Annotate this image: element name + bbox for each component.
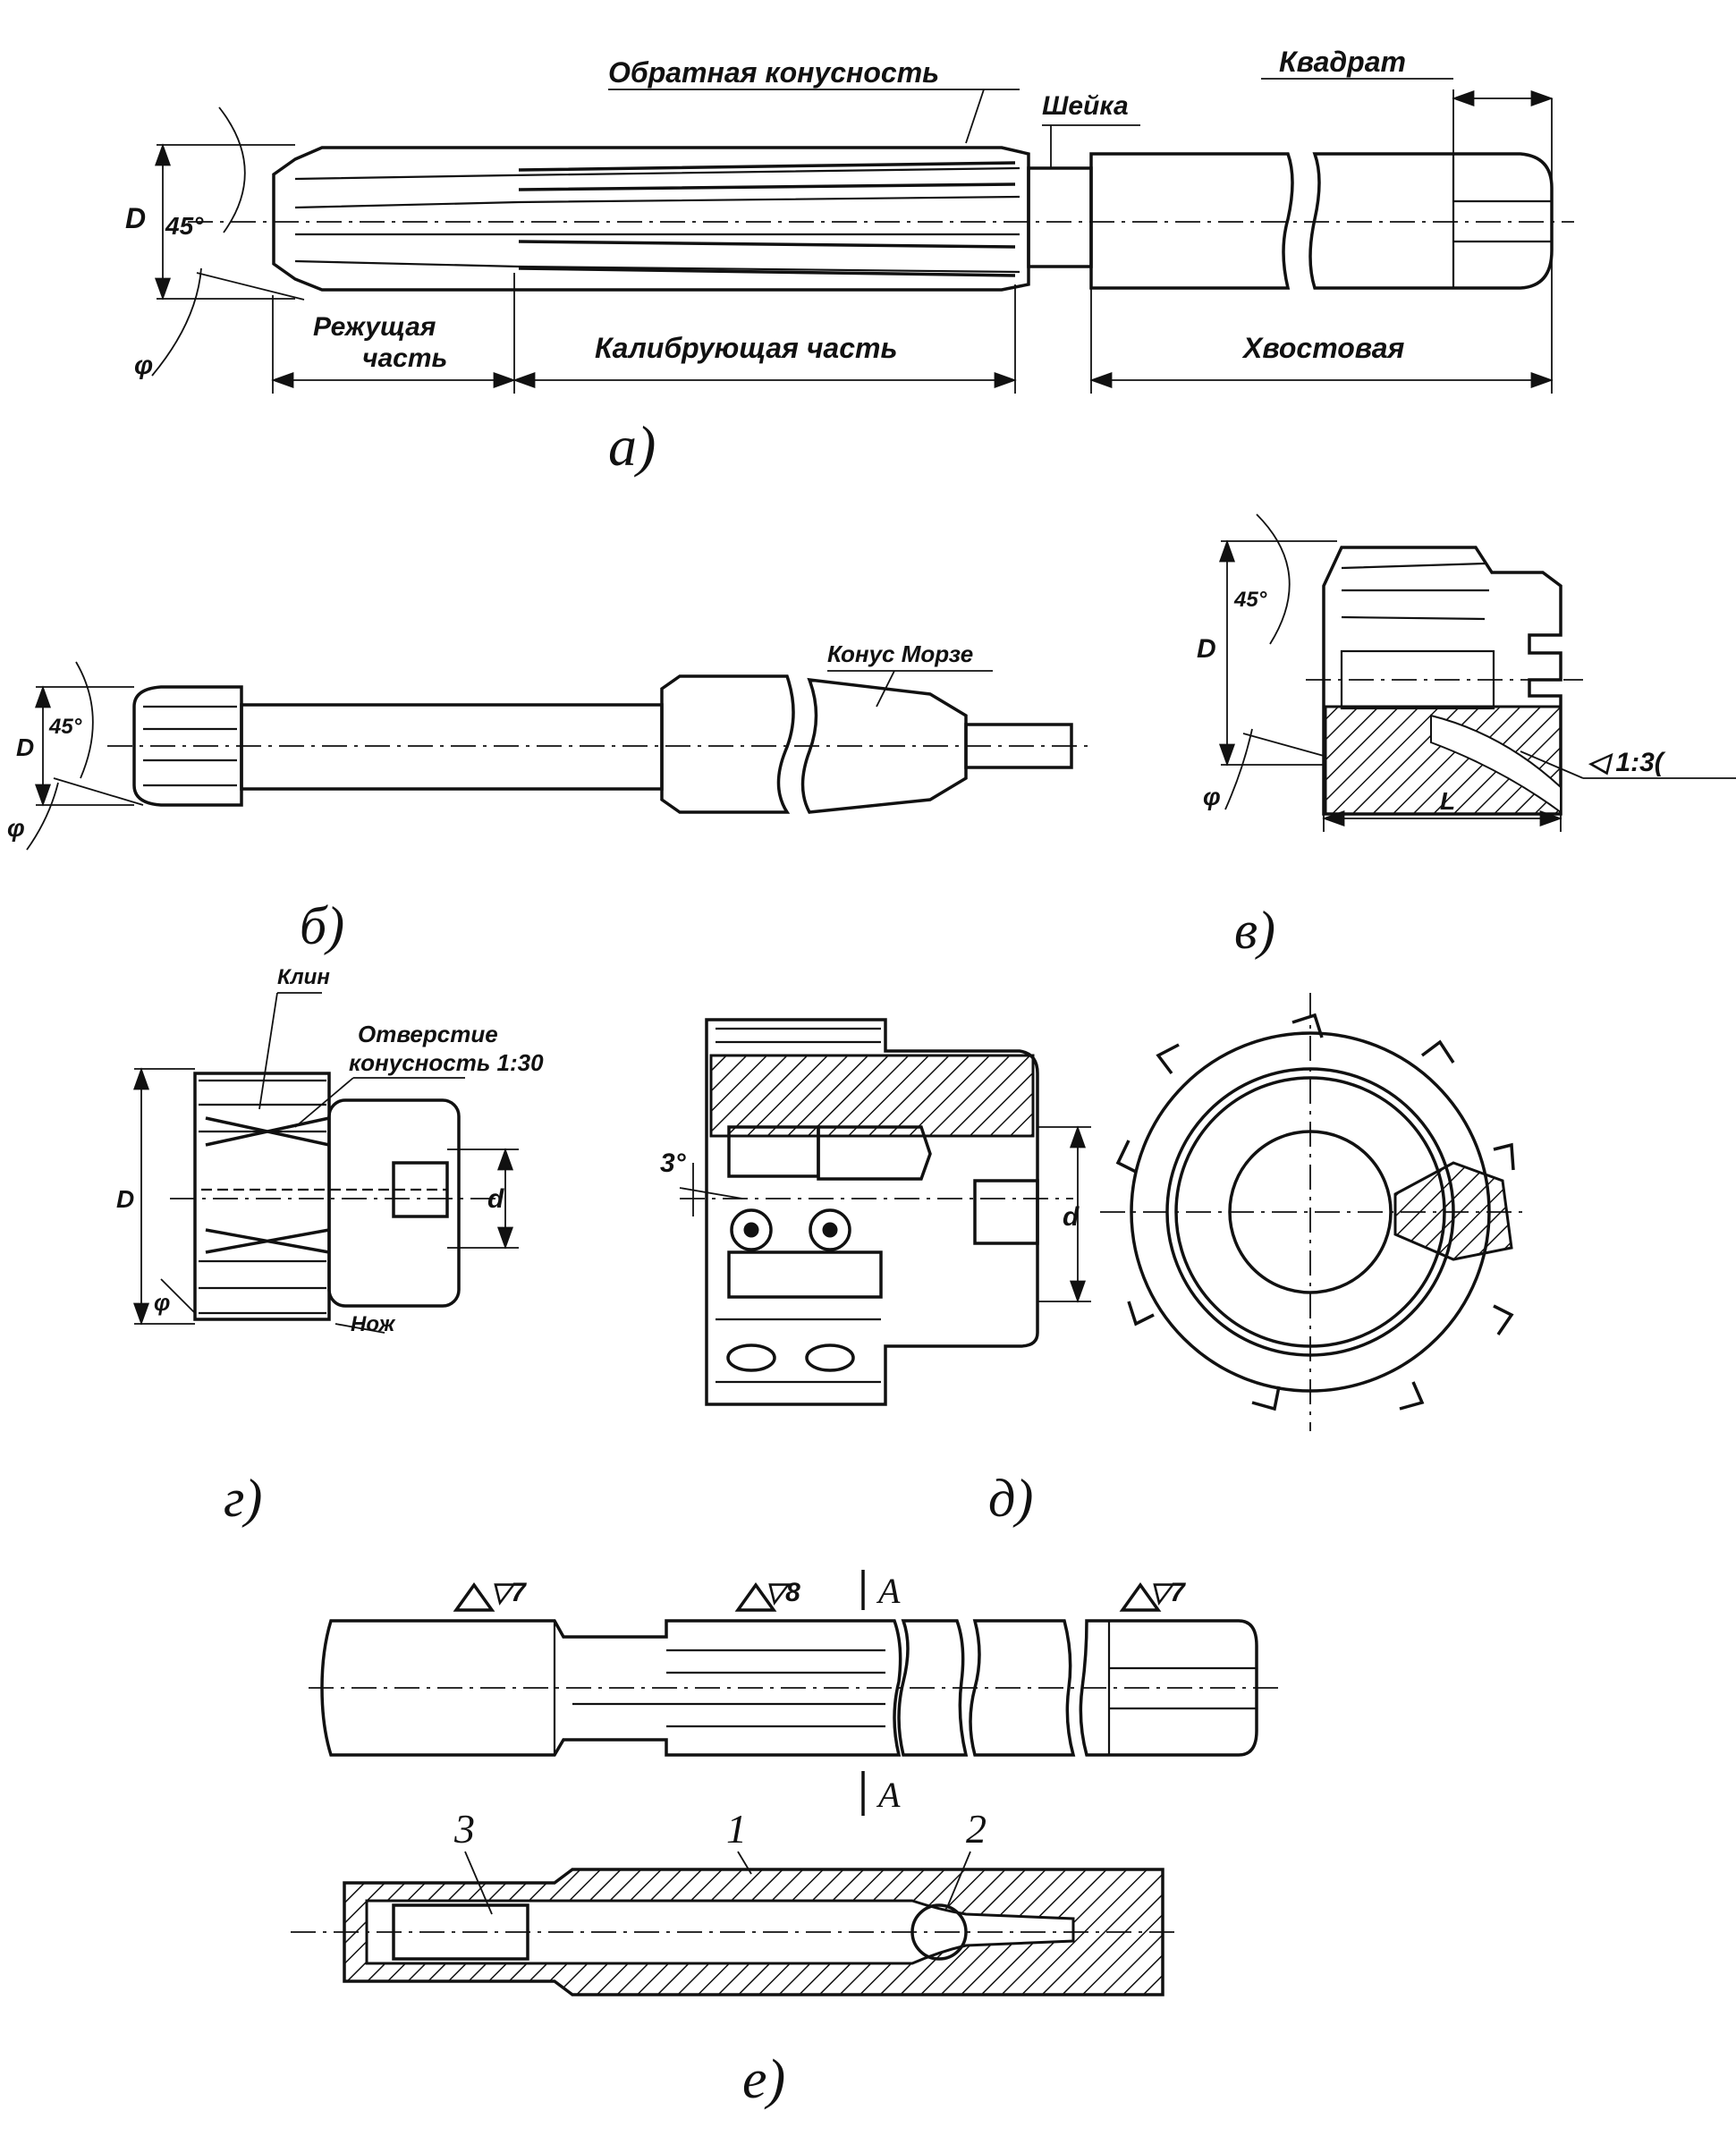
reamer-b-taper-right [800, 677, 968, 814]
label-back-taper: Обратная конусность [608, 56, 939, 89]
label-hole-1: Отверстие [358, 1021, 498, 1047]
reamer-g-body [193, 1072, 331, 1321]
reamer-e-body-right [1079, 1619, 1258, 1757]
label-part-3: 3 [453, 1806, 475, 1852]
caption-v: в) [1234, 901, 1275, 960]
reamer-a-body [272, 146, 1030, 292]
label-d-angle: 3° [660, 1149, 687, 1178]
reamer-b-stem [240, 703, 664, 791]
label-morse: Конус Морзе [827, 640, 973, 667]
label-cutting-2: часть [362, 343, 447, 373]
label-b-angle: 45° [48, 715, 82, 739]
reamer-d-section [709, 1054, 1035, 1138]
figure-a-reamer: Обратная конусность Шейка Квадрат Режуща… [125, 46, 1574, 478]
label-part-2: 2 [966, 1806, 987, 1852]
reamer-g-hub [327, 1098, 461, 1308]
reamer-a-shank-right [1308, 152, 1554, 290]
figure-e-reamer-blank: ▽7 ▽8 ▽7 A A 3 1 2 е) [291, 1570, 1279, 2110]
label-section-bottom: A [876, 1775, 901, 1815]
label-v-phi: φ [1203, 783, 1221, 810]
label-neck: Шейка [1042, 91, 1129, 121]
reamer-a-shank-left [1089, 152, 1294, 290]
label-a-D: D [125, 202, 146, 234]
label-section-top: A [876, 1571, 901, 1611]
label-b-D: D [16, 733, 34, 761]
label-v-L: L [1440, 787, 1455, 815]
label-hole-2: конусность 1:30 [349, 1049, 544, 1076]
label-square: Квадрат [1279, 46, 1406, 78]
caption-d: д) [988, 1469, 1033, 1528]
label-b-phi: φ [7, 814, 25, 842]
label-v-D: D [1197, 634, 1216, 664]
reamer-e-body-left [320, 1619, 902, 1757]
label-calibrating: Калибрующая часть [595, 332, 897, 364]
reamer-e-break-piece [897, 1619, 969, 1757]
label-wedge: Клин [277, 965, 330, 989]
caption-b: б) [300, 896, 344, 955]
figure-g-inserted-blade-reamer: Клин Отверстие конусность 1:30 Нож D d φ… [116, 965, 544, 1528]
caption-a: а) [608, 414, 656, 478]
label-g-D: D [116, 1185, 134, 1213]
caption-g: г) [224, 1469, 262, 1528]
label-a-angle: 45° [165, 212, 204, 240]
caption-e: е) [742, 2049, 785, 2110]
label-roughness-3: ▽7 [1149, 1578, 1186, 1607]
label-cutting-1: Режущая [313, 312, 436, 342]
reamer-b-head [132, 685, 243, 807]
reamer-a-neck [1027, 166, 1093, 268]
label-roughness-2: ▽8 [765, 1578, 800, 1607]
figure-b-machine-reamer: Конус Морзе D 45° φ б) [7, 640, 1091, 955]
label-g-d: d [487, 1184, 504, 1214]
label-v-taper: ◁ 1:3( [1588, 748, 1666, 777]
figure-v-shell-reamer: D 45° φ ◁ 1:3( L в) [1197, 513, 1736, 960]
figure-d-expanding-reamer: 3° d д) [660, 993, 1529, 1528]
label-d-d: d [1063, 1202, 1080, 1232]
label-shank: Хвостовая [1241, 332, 1405, 364]
label-knife: Нож [351, 1312, 396, 1336]
reamer-b-taper-left [660, 674, 795, 814]
reamer-d-body [705, 1018, 1039, 1406]
label-v-angle: 45° [1233, 588, 1267, 612]
label-part-1: 1 [726, 1806, 747, 1852]
label-a-phi: φ [134, 351, 153, 380]
label-g-phi: φ [154, 1289, 170, 1316]
label-roughness-1: ▽7 [490, 1578, 527, 1607]
